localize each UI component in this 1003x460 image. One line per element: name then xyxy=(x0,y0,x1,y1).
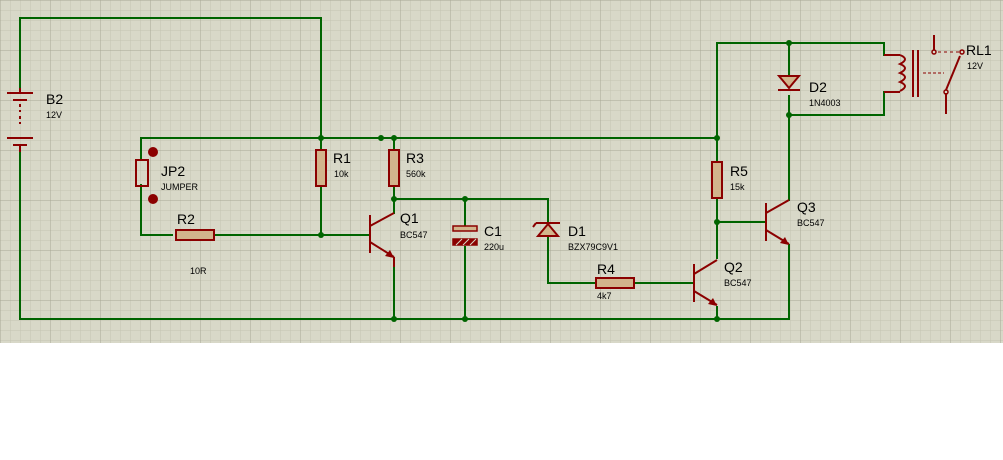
schematic-drawing: B2 12V JP2 JUMPER R2 10R R1 10k R3 560k … xyxy=(0,0,1003,343)
wire-relay-top xyxy=(716,42,885,56)
q3-value: BC547 xyxy=(797,218,825,228)
r2-ref: R2 xyxy=(177,211,195,227)
jumper-jp2[interactable] xyxy=(135,147,158,204)
jp2-ref: JP2 xyxy=(161,163,185,179)
jp2-value: JUMPER xyxy=(161,182,199,192)
resistor-r4[interactable] xyxy=(595,277,635,289)
c1-value: 220u xyxy=(484,242,504,252)
rl1-ref: RL1 xyxy=(966,42,992,58)
r1-value: 10k xyxy=(334,169,349,179)
transistor-q1[interactable] xyxy=(369,212,395,267)
wire-top-left xyxy=(19,17,322,139)
r3-value: 560k xyxy=(406,169,426,179)
schematic-canvas[interactable]: B2 12V JP2 JUMPER R2 10R R1 10k R3 560k … xyxy=(0,0,1003,343)
d1-value: BZX79C9V1 xyxy=(568,242,618,252)
r1-ref: R1 xyxy=(333,150,351,166)
q2-ref: Q2 xyxy=(724,259,743,275)
resistor-r3[interactable] xyxy=(388,149,400,187)
resistor-r2[interactable] xyxy=(175,229,215,241)
wire-q1-c1 xyxy=(393,198,549,223)
c1-ref: C1 xyxy=(484,223,502,239)
r5-value: 15k xyxy=(730,182,745,192)
q2-value: BC547 xyxy=(724,278,752,288)
grid-lines xyxy=(0,0,1003,343)
junctions xyxy=(318,40,792,322)
diode-d2[interactable] xyxy=(776,75,802,91)
q1-ref: Q1 xyxy=(400,210,419,226)
transistor-q3[interactable] xyxy=(765,199,790,245)
r5-ref: R5 xyxy=(730,163,748,179)
q3-ref: Q3 xyxy=(797,199,816,215)
capacitor-c1[interactable] xyxy=(452,225,478,246)
r4-ref: R4 xyxy=(597,261,615,277)
q1-value: BC547 xyxy=(400,230,428,240)
b2-ref: B2 xyxy=(46,91,63,107)
wire-d1-r4 xyxy=(547,235,595,284)
battery-b2[interactable] xyxy=(7,88,33,152)
wire-jp2-r2 xyxy=(140,184,173,236)
r4-value: 4k7 xyxy=(597,291,612,301)
wire-ground-bus xyxy=(19,151,790,320)
transistor-q2[interactable] xyxy=(693,259,718,306)
resistor-r1[interactable] xyxy=(315,149,327,187)
b2-value: 12V xyxy=(46,110,62,120)
relay-rl1[interactable] xyxy=(884,35,965,114)
resistor-r5[interactable] xyxy=(711,161,723,199)
r2-value: 10R xyxy=(190,266,207,276)
d1-ref: D1 xyxy=(568,223,586,239)
wire-relay-bottom xyxy=(788,91,885,116)
zener-diode-d1[interactable] xyxy=(532,222,561,237)
r3-ref: R3 xyxy=(406,150,424,166)
d2-value: 1N4003 xyxy=(809,98,841,108)
d2-ref: D2 xyxy=(809,79,827,95)
rl1-value: 12V xyxy=(967,61,983,71)
